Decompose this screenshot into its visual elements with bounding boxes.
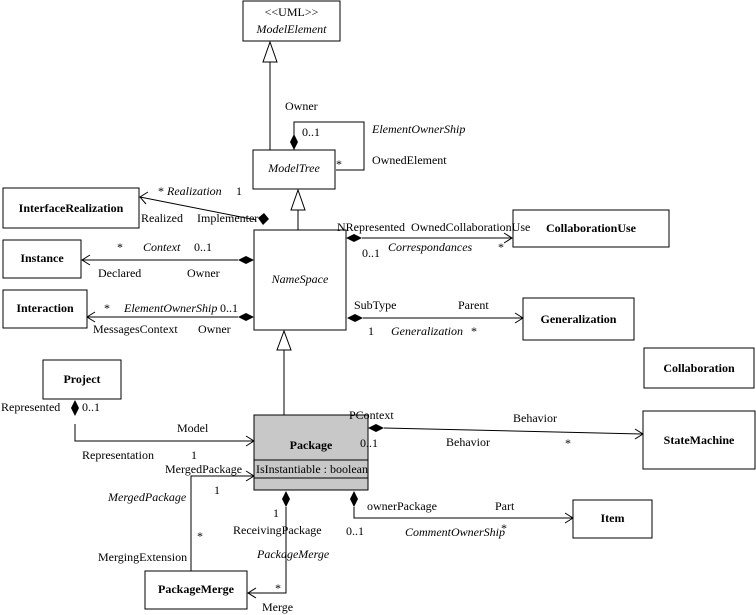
class-interaction[interactable]: Interaction: [2, 289, 88, 329]
class-name: StateMachine: [664, 433, 735, 447]
edge-mergedpackage: [190, 470, 255, 571]
class-name: PackageMerge: [158, 582, 235, 596]
role-subtype-label: SubType: [354, 298, 397, 312]
role-parent-label: Parent: [458, 298, 489, 312]
multiplicity-label: *: [104, 301, 110, 315]
multiplicity-label: *: [471, 324, 477, 338]
role-part-label: Part: [495, 499, 515, 513]
class-collaboration[interactable]: Collaboration: [643, 347, 755, 389]
edge-instance: [81, 254, 254, 266]
association-label: ElementOwnerShip: [123, 301, 217, 315]
edge-modeltree-self-ownership: [290, 121, 365, 171]
class-name: Interaction: [16, 301, 74, 315]
multiplicity-label: 1: [214, 483, 220, 497]
role-owner-label: Owner: [198, 322, 231, 336]
class-collaboration-use[interactable]: CollaborationUse: [512, 209, 670, 248]
multiplicity-label: 0..1: [194, 240, 212, 254]
multiplicity-label: 0..1: [82, 400, 100, 414]
role-model-label: Model: [177, 421, 209, 435]
class-generalization[interactable]: Generalization: [522, 297, 635, 341]
multiplicity-label: 0..1: [220, 301, 238, 315]
class-name: NameSpace: [271, 272, 329, 286]
class-item[interactable]: Item: [572, 499, 653, 539]
multiplicity-label: 0..1: [346, 524, 364, 538]
class-name-space[interactable]: NameSpace: [253, 229, 347, 331]
class-project[interactable]: Project: [42, 359, 122, 400]
class-attribute: IsInstantiable : boolean: [256, 462, 368, 476]
role-implementer-label: Implementer: [197, 211, 258, 225]
role-represented-label: Represented: [1, 400, 60, 414]
role-receiving-package-label: ReceivingPackage: [233, 523, 322, 537]
multiplicity-label: *: [197, 529, 203, 543]
association-label: CommentOwnerShip: [405, 525, 505, 539]
association-label: Context: [143, 240, 181, 254]
multiplicity-label: 0..1: [362, 246, 380, 260]
edge-modeltree-generalization: [262, 40, 278, 150]
multiplicity-label: *: [501, 521, 507, 535]
association-label: PackageMerge: [256, 547, 330, 561]
multiplicity-label: *: [275, 581, 281, 595]
association-label: ElementOwnerShip: [371, 122, 465, 136]
class-interface-realization[interactable]: InterfaceRealization: [2, 187, 140, 229]
edge-package-generalization: [276, 329, 292, 415]
association-label: Correspondances: [388, 240, 473, 254]
role-pcontext-label: PContext: [349, 408, 394, 422]
class-name: Project: [63, 372, 100, 386]
class-name: InterfaceRealization: [19, 201, 124, 215]
multiplicity-label: 1: [236, 184, 242, 198]
multiplicity-label: *: [336, 157, 342, 171]
stereotype-label: <<UML>>: [265, 5, 319, 19]
multiplicity-label: 1: [368, 324, 374, 338]
multiplicity-label: *: [565, 436, 571, 450]
class-name: Package: [290, 438, 333, 452]
class-model-tree[interactable]: ModelTree: [252, 149, 336, 190]
class-package-merge[interactable]: PackageMerge: [144, 570, 248, 610]
role-merged-package-label: MergedPackage: [165, 462, 242, 476]
edge-interfacerealization: [139, 191, 269, 225]
class-state-machine[interactable]: StateMachine: [642, 410, 756, 470]
multiplicity-label: 0..1: [360, 436, 378, 450]
role-declared-label: Declared: [98, 266, 141, 280]
role-owner-label: Owner: [285, 99, 318, 113]
edge-namespace-generalization: [290, 188, 306, 230]
class-package[interactable]: Package IsInstantiable : boolean: [253, 414, 369, 491]
edge-statemachine: [368, 424, 644, 440]
multiplicity-label: 1: [191, 448, 197, 462]
association-label: MergedPackage: [107, 490, 187, 504]
class-name: ModelElement: [256, 22, 328, 36]
edge-collaborationuse: [346, 232, 513, 244]
role-owned-collaboration-use-label: OwnedCollaborationUse: [411, 220, 530, 234]
association-label: Realization: [166, 184, 222, 198]
association-label: Generalization: [391, 324, 463, 338]
edge-receivingpackage: [247, 491, 290, 599]
multiplicity-label: 1: [273, 506, 279, 520]
role-merging-extension-label: MergingExtension: [98, 550, 187, 564]
multiplicity-label: *: [158, 184, 164, 198]
role-owned-element-label: OwnedElement: [372, 153, 447, 167]
edge-item: [350, 491, 574, 524]
role-nrepresented-label: NRepresented: [337, 220, 405, 234]
role-owner-label: Owner: [187, 266, 220, 280]
role-behavior-label: Behavior: [513, 411, 557, 425]
role-representation-label: Representation: [82, 448, 154, 462]
role-owner-package-label: ownerPackage: [367, 499, 437, 513]
association-behavior-label: Behavior: [446, 435, 490, 449]
class-name: ModelTree: [267, 161, 320, 175]
role-realized-label: Realized: [141, 211, 183, 225]
role-messages-context-label: MessagesContext: [93, 322, 178, 336]
role-merge-label: Merge: [262, 600, 293, 614]
class-name: Collaboration: [663, 361, 735, 375]
class-name: Instance: [20, 251, 64, 265]
class-name: CollaborationUse: [546, 221, 637, 235]
class-instance[interactable]: Instance: [2, 239, 82, 279]
multiplicity-label: *: [117, 240, 123, 254]
multiplicity-label: 0..1: [302, 125, 320, 139]
multiplicity-label: *: [498, 240, 504, 254]
class-model-element[interactable]: <<UML>> ModelElement: [242, 0, 341, 42]
class-name: Generalization: [541, 312, 617, 326]
edge-generalization: [347, 312, 524, 324]
class-name: Item: [601, 511, 625, 525]
